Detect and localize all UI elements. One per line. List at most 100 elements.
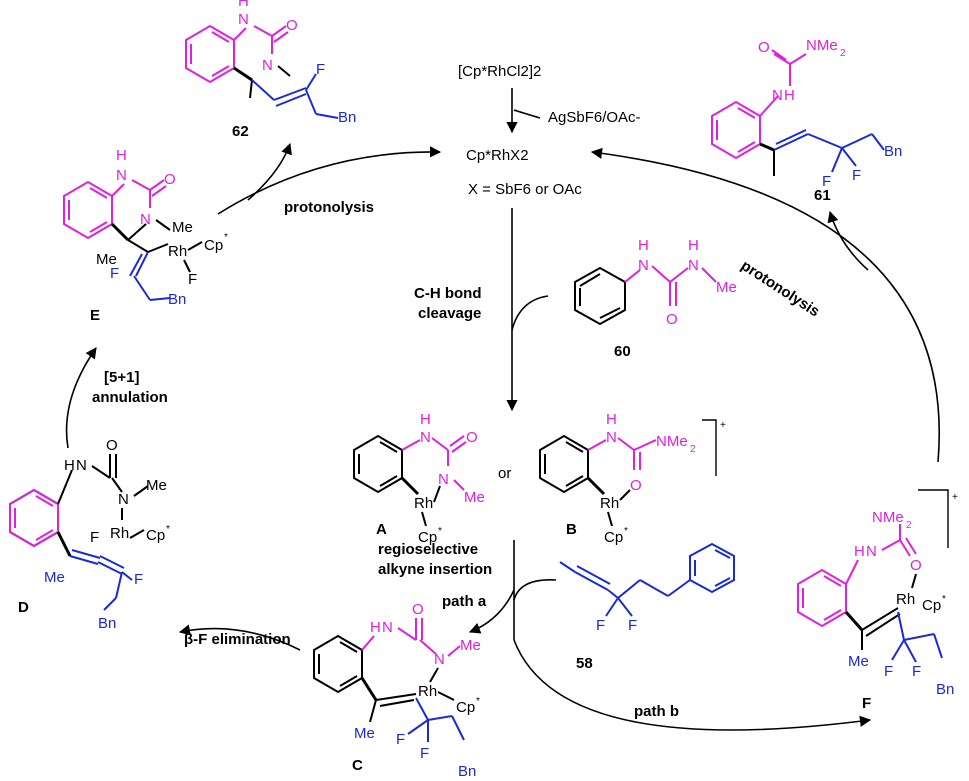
- svg-text:O: O: [666, 311, 678, 328]
- svg-text:Bn: Bn: [98, 615, 116, 632]
- svg-text:Rh: Rh: [110, 525, 129, 542]
- arrow-C-to-D: [178, 624, 301, 651]
- svg-text:*: *: [224, 232, 228, 243]
- svg-text:N: N: [262, 57, 273, 74]
- svg-text:N: N: [772, 87, 783, 104]
- svg-text:[Cp*RhCl2]2: [Cp*RhCl2]2: [458, 63, 541, 80]
- svg-text:*: *: [166, 524, 170, 535]
- svg-text:F: F: [912, 663, 921, 680]
- svg-text:Cp: Cp: [146, 527, 165, 544]
- svg-text:H: H: [688, 237, 699, 254]
- path-a-label: path a: [442, 593, 487, 610]
- compound-60: N H O N H Me 60: [574, 237, 737, 360]
- svg-text:Cp: Cp: [204, 237, 223, 254]
- svg-text:O: O: [106, 437, 118, 454]
- intermediate-C: H N O N Me Rh Cp * Me F F Bn C: [313, 601, 481, 780]
- svg-text:N: N: [606, 429, 617, 446]
- svg-text:N: N: [638, 257, 649, 274]
- intermediate-D: H N O N Me Rh F Cp * Me F Bn D: [9, 437, 170, 632]
- svg-text:2: 2: [690, 444, 696, 455]
- svg-text:F: F: [596, 617, 605, 634]
- svg-text:O: O: [286, 17, 298, 34]
- alkyne-58-entry-curve: [513, 579, 557, 601]
- intermediate-F-label: F: [862, 695, 871, 712]
- svg-text:F: F: [90, 529, 99, 546]
- svg-text:Cp: Cp: [418, 529, 437, 546]
- beta-f-label: β-F elimination: [184, 631, 291, 648]
- regio-label-2: alkyne insertion: [378, 561, 492, 578]
- svg-text:F: F: [110, 265, 119, 282]
- or-label: or: [498, 465, 511, 482]
- svg-text:O: O: [164, 171, 176, 188]
- svg-text:Me: Me: [716, 279, 737, 296]
- annulation-label-2: annulation: [92, 389, 168, 406]
- arrow-F-to-catalyst: [590, 147, 940, 463]
- arrow-E-to-catalyst: [217, 146, 442, 215]
- svg-text:N: N: [434, 651, 445, 668]
- svg-text:2: 2: [906, 520, 912, 531]
- substrate-60-entry-curve: [511, 295, 549, 331]
- svg-text:Rh: Rh: [600, 495, 619, 512]
- intermediate-A-label: A: [376, 521, 387, 538]
- svg-text:O: O: [758, 39, 770, 56]
- intermediate-A: N H O N Me Rh Cp * A: [353, 411, 485, 546]
- svg-text:Bn: Bn: [458, 763, 476, 780]
- intermediate-E: N H O N Me Me Rh Cp * F F Bn E: [63, 147, 228, 324]
- svg-text:N: N: [116, 167, 127, 184]
- svg-text:Me: Me: [44, 569, 65, 586]
- svg-text:*: *: [438, 526, 442, 537]
- svg-text:F: F: [316, 61, 325, 78]
- svg-text:NMe: NMe: [872, 509, 904, 526]
- svg-text:N: N: [438, 471, 449, 488]
- catalyst-precursor: [Cp*RhCl2]2: [458, 63, 541, 80]
- svg-text:O: O: [910, 557, 922, 574]
- product-62-label: 62: [232, 123, 249, 140]
- intermediate-B-label: B: [566, 521, 577, 538]
- svg-text:H: H: [370, 619, 381, 636]
- compound-60-label: 60: [614, 343, 631, 360]
- product-61-label: 61: [814, 187, 831, 204]
- svg-text:H: H: [64, 457, 75, 474]
- svg-text:Me: Me: [354, 725, 375, 742]
- svg-text:F: F: [134, 571, 143, 588]
- svg-text:O: O: [630, 477, 642, 494]
- svg-text:N: N: [238, 11, 249, 28]
- svg-text:F: F: [852, 167, 861, 184]
- active-catalyst: Cp*RhX2: [466, 147, 529, 164]
- arrow-D-to-E: [65, 347, 97, 449]
- svg-text:H: H: [606, 411, 617, 428]
- svg-text:Rh: Rh: [168, 243, 187, 260]
- svg-text:Rh: Rh: [418, 683, 437, 700]
- svg-text:N: N: [140, 211, 151, 228]
- svg-text:Me: Me: [172, 219, 193, 236]
- arrow-to-61: [827, 210, 869, 271]
- regio-label-1: regioselective: [378, 541, 478, 558]
- intermediate-B: N H NMe 2 O Rh Cp * + B: [539, 411, 726, 546]
- svg-text:N: N: [866, 543, 877, 560]
- svg-text:N: N: [382, 619, 393, 636]
- svg-text:Me: Me: [848, 653, 869, 670]
- svg-text:+: +: [720, 420, 726, 431]
- svg-text:Me: Me: [460, 637, 481, 654]
- svg-text:Bn: Bn: [936, 681, 954, 698]
- compound-58-label: 58: [576, 655, 593, 672]
- svg-text:Cp: Cp: [604, 529, 623, 546]
- svg-text:2: 2: [840, 48, 846, 59]
- svg-text:Rh: Rh: [896, 591, 915, 608]
- svg-text:F: F: [188, 271, 197, 288]
- svg-text:N: N: [420, 429, 431, 446]
- svg-text:H: H: [238, 0, 249, 10]
- svg-text:*: *: [476, 696, 480, 707]
- product-61: N H O NMe 2 F F Bn 61: [711, 37, 902, 204]
- svg-text:Cp: Cp: [922, 597, 941, 614]
- intermediate-E-label: E: [90, 307, 100, 324]
- svg-text:F: F: [822, 173, 831, 190]
- ch-cleavage-label-1: C-H bond: [414, 285, 481, 302]
- svg-text:Bn: Bn: [168, 291, 186, 308]
- protonolysis-right-label: protonolysis: [738, 257, 823, 320]
- annulation-label-1: [5+1]: [104, 369, 139, 386]
- product-62: N H O N F Bn 62: [185, 0, 356, 140]
- svg-text:H: H: [116, 147, 127, 164]
- svg-text:*: *: [942, 594, 946, 605]
